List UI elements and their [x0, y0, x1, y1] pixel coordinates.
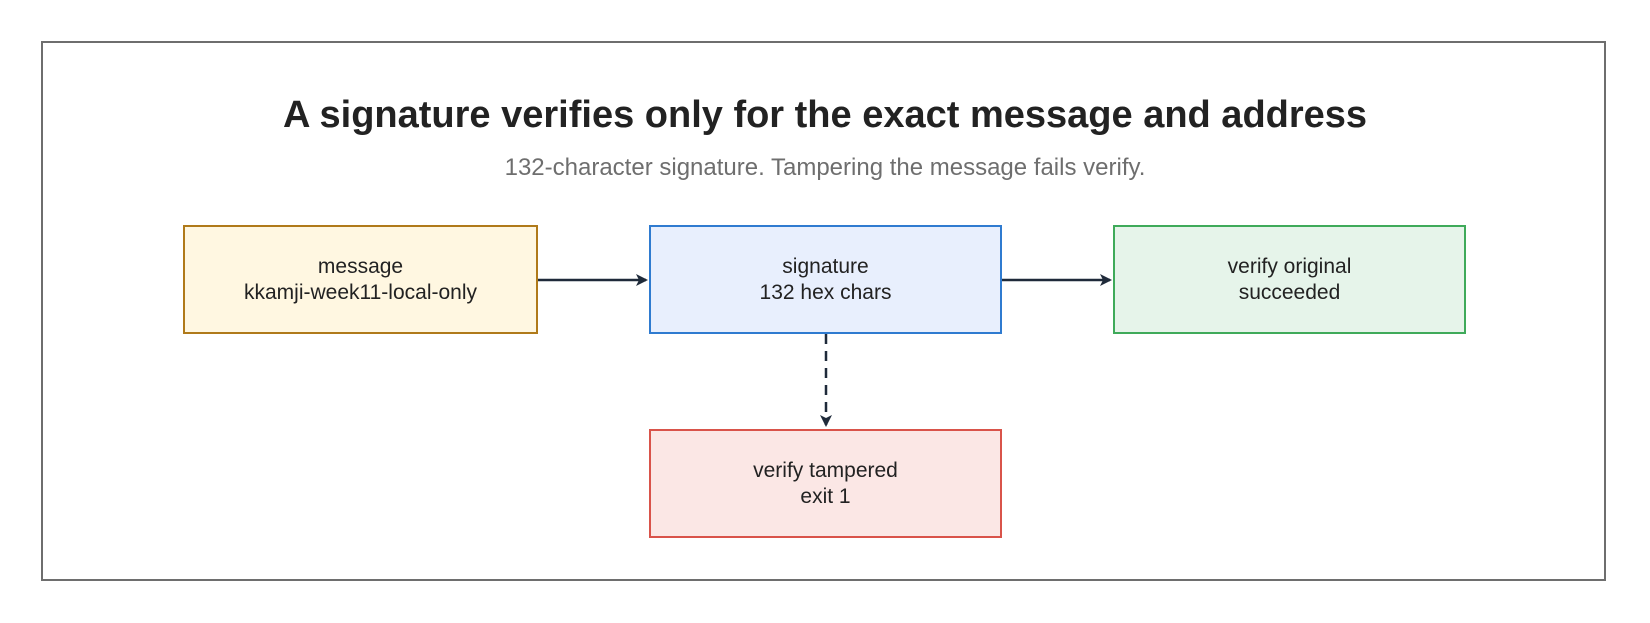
node-verify-original-line1: verify original — [1227, 254, 1352, 278]
node-signature: signature 132 hex chars — [649, 225, 1002, 334]
diagram-subtitle: 132-character signature. Tampering the m… — [504, 154, 1146, 181]
node-verify-original: verify original succeeded — [1113, 225, 1466, 334]
node-message-line2: kkamji-week11-local-only — [243, 280, 478, 304]
node-signature-line2: 132 hex chars — [759, 280, 892, 304]
diagram-title: A signature verifies only for the exact … — [282, 94, 1368, 136]
node-message-line1: message — [317, 254, 404, 278]
node-verify-tampered-line1: verify tampered — [753, 458, 898, 482]
node-verify-tampered: verify tampered exit 1 — [649, 429, 1002, 538]
node-verify-original-line2: succeeded — [1238, 280, 1341, 304]
node-signature-line1: signature — [782, 254, 869, 278]
node-verify-tampered-line2: exit 1 — [800, 484, 851, 508]
node-message: message kkamji-week11-local-only — [183, 225, 538, 334]
